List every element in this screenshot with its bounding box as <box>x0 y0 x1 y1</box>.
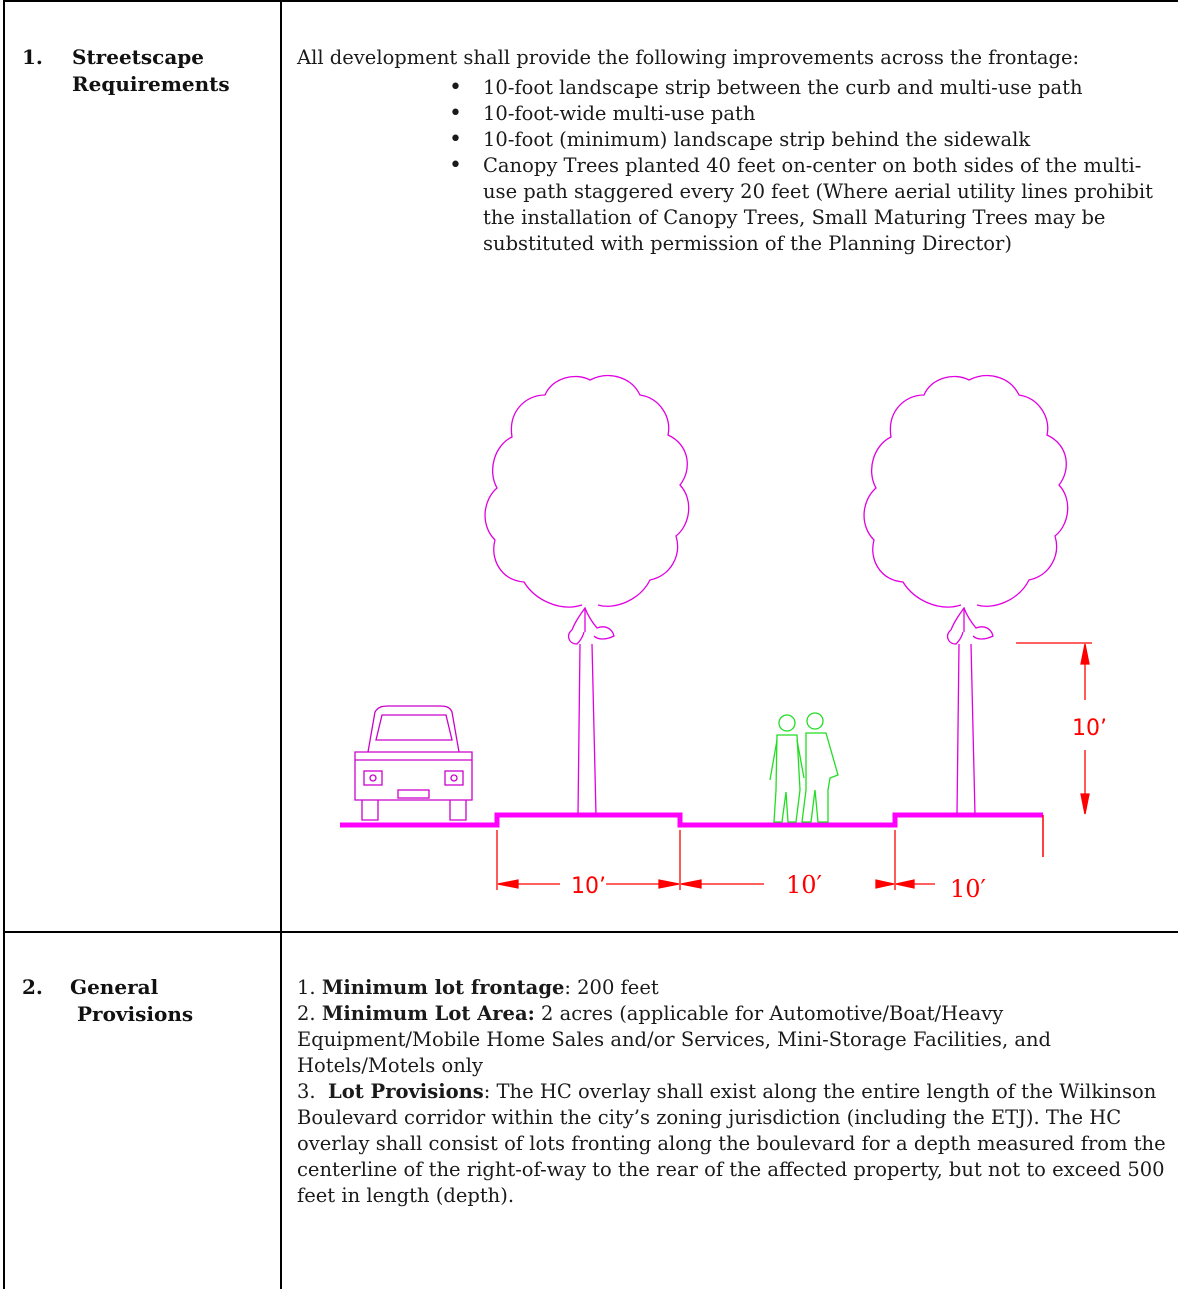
bullet-item: 10-foot landscape strip between the curb… <box>449 75 1162 101</box>
dimension-label-tree-height: 10’ <box>1072 716 1107 741</box>
pavement-profile <box>340 812 1043 828</box>
dimension-labels: 10’ 10′ 10′ 10’ <box>571 716 1107 903</box>
bullet-item: Canopy Trees planted 40 feet on-center o… <box>449 153 1162 257</box>
section-1-label: 1. Streetscape Requirements <box>22 44 272 104</box>
provision-item: 3. Lot Provisions: The HC overlay shall … <box>297 1080 1166 1207</box>
section-1-number: 1. <box>22 45 43 69</box>
bullet-item: 10-foot (minimum) landscape strip behind… <box>449 127 1162 153</box>
dimension-lines <box>496 642 1092 890</box>
section-2-number: 2. <box>22 975 43 999</box>
streetscape-diagram: 10’ 10′ 10′ 10’ <box>340 375 1107 903</box>
section-2-label: 2. General Provisions <box>22 974 272 1034</box>
section-2-title-line2: Provisions <box>77 1002 194 1026</box>
bullet-item: 10-foot-wide multi-use path <box>449 101 1162 127</box>
dimension-label-back-strip: 10′ <box>950 875 986 903</box>
provision-term: Lot Provisions <box>328 1080 484 1103</box>
section-2-body: 1. Minimum lot frontage: 200 feet 2. Min… <box>297 975 1169 1209</box>
streetscape-bullet-list: 10-foot landscape strip between the curb… <box>297 75 1162 257</box>
provision-item: 1. Minimum lot frontage: 200 feet <box>297 976 659 999</box>
section-1-title-line2: Requirements <box>72 72 230 96</box>
dimension-label-landscape-strip: 10’ <box>571 874 606 899</box>
streetscape-intro: All development shall provide the follow… <box>297 46 1080 69</box>
section-2-title-line1: General <box>70 975 159 999</box>
table-top-border <box>3 0 1178 2</box>
table-left-border <box>3 0 5 1289</box>
section-1-title-line1: Streetscape <box>72 45 205 69</box>
tree-right <box>863 375 1069 816</box>
table-row-divider <box>3 931 1178 933</box>
car-front-view <box>354 705 473 821</box>
table-column-divider <box>280 0 282 1289</box>
dimension-label-path: 10′ <box>786 871 822 899</box>
pedestrians <box>769 712 839 823</box>
tree-left <box>484 375 690 816</box>
provision-term: Minimum lot frontage <box>321 976 565 999</box>
provision-item: 2. Minimum Lot Area: 2 acres (applicable… <box>297 1002 1052 1077</box>
section-1-body: All development shall provide the follow… <box>297 45 1162 257</box>
provision-term: Minimum Lot Area: <box>321 1002 535 1025</box>
